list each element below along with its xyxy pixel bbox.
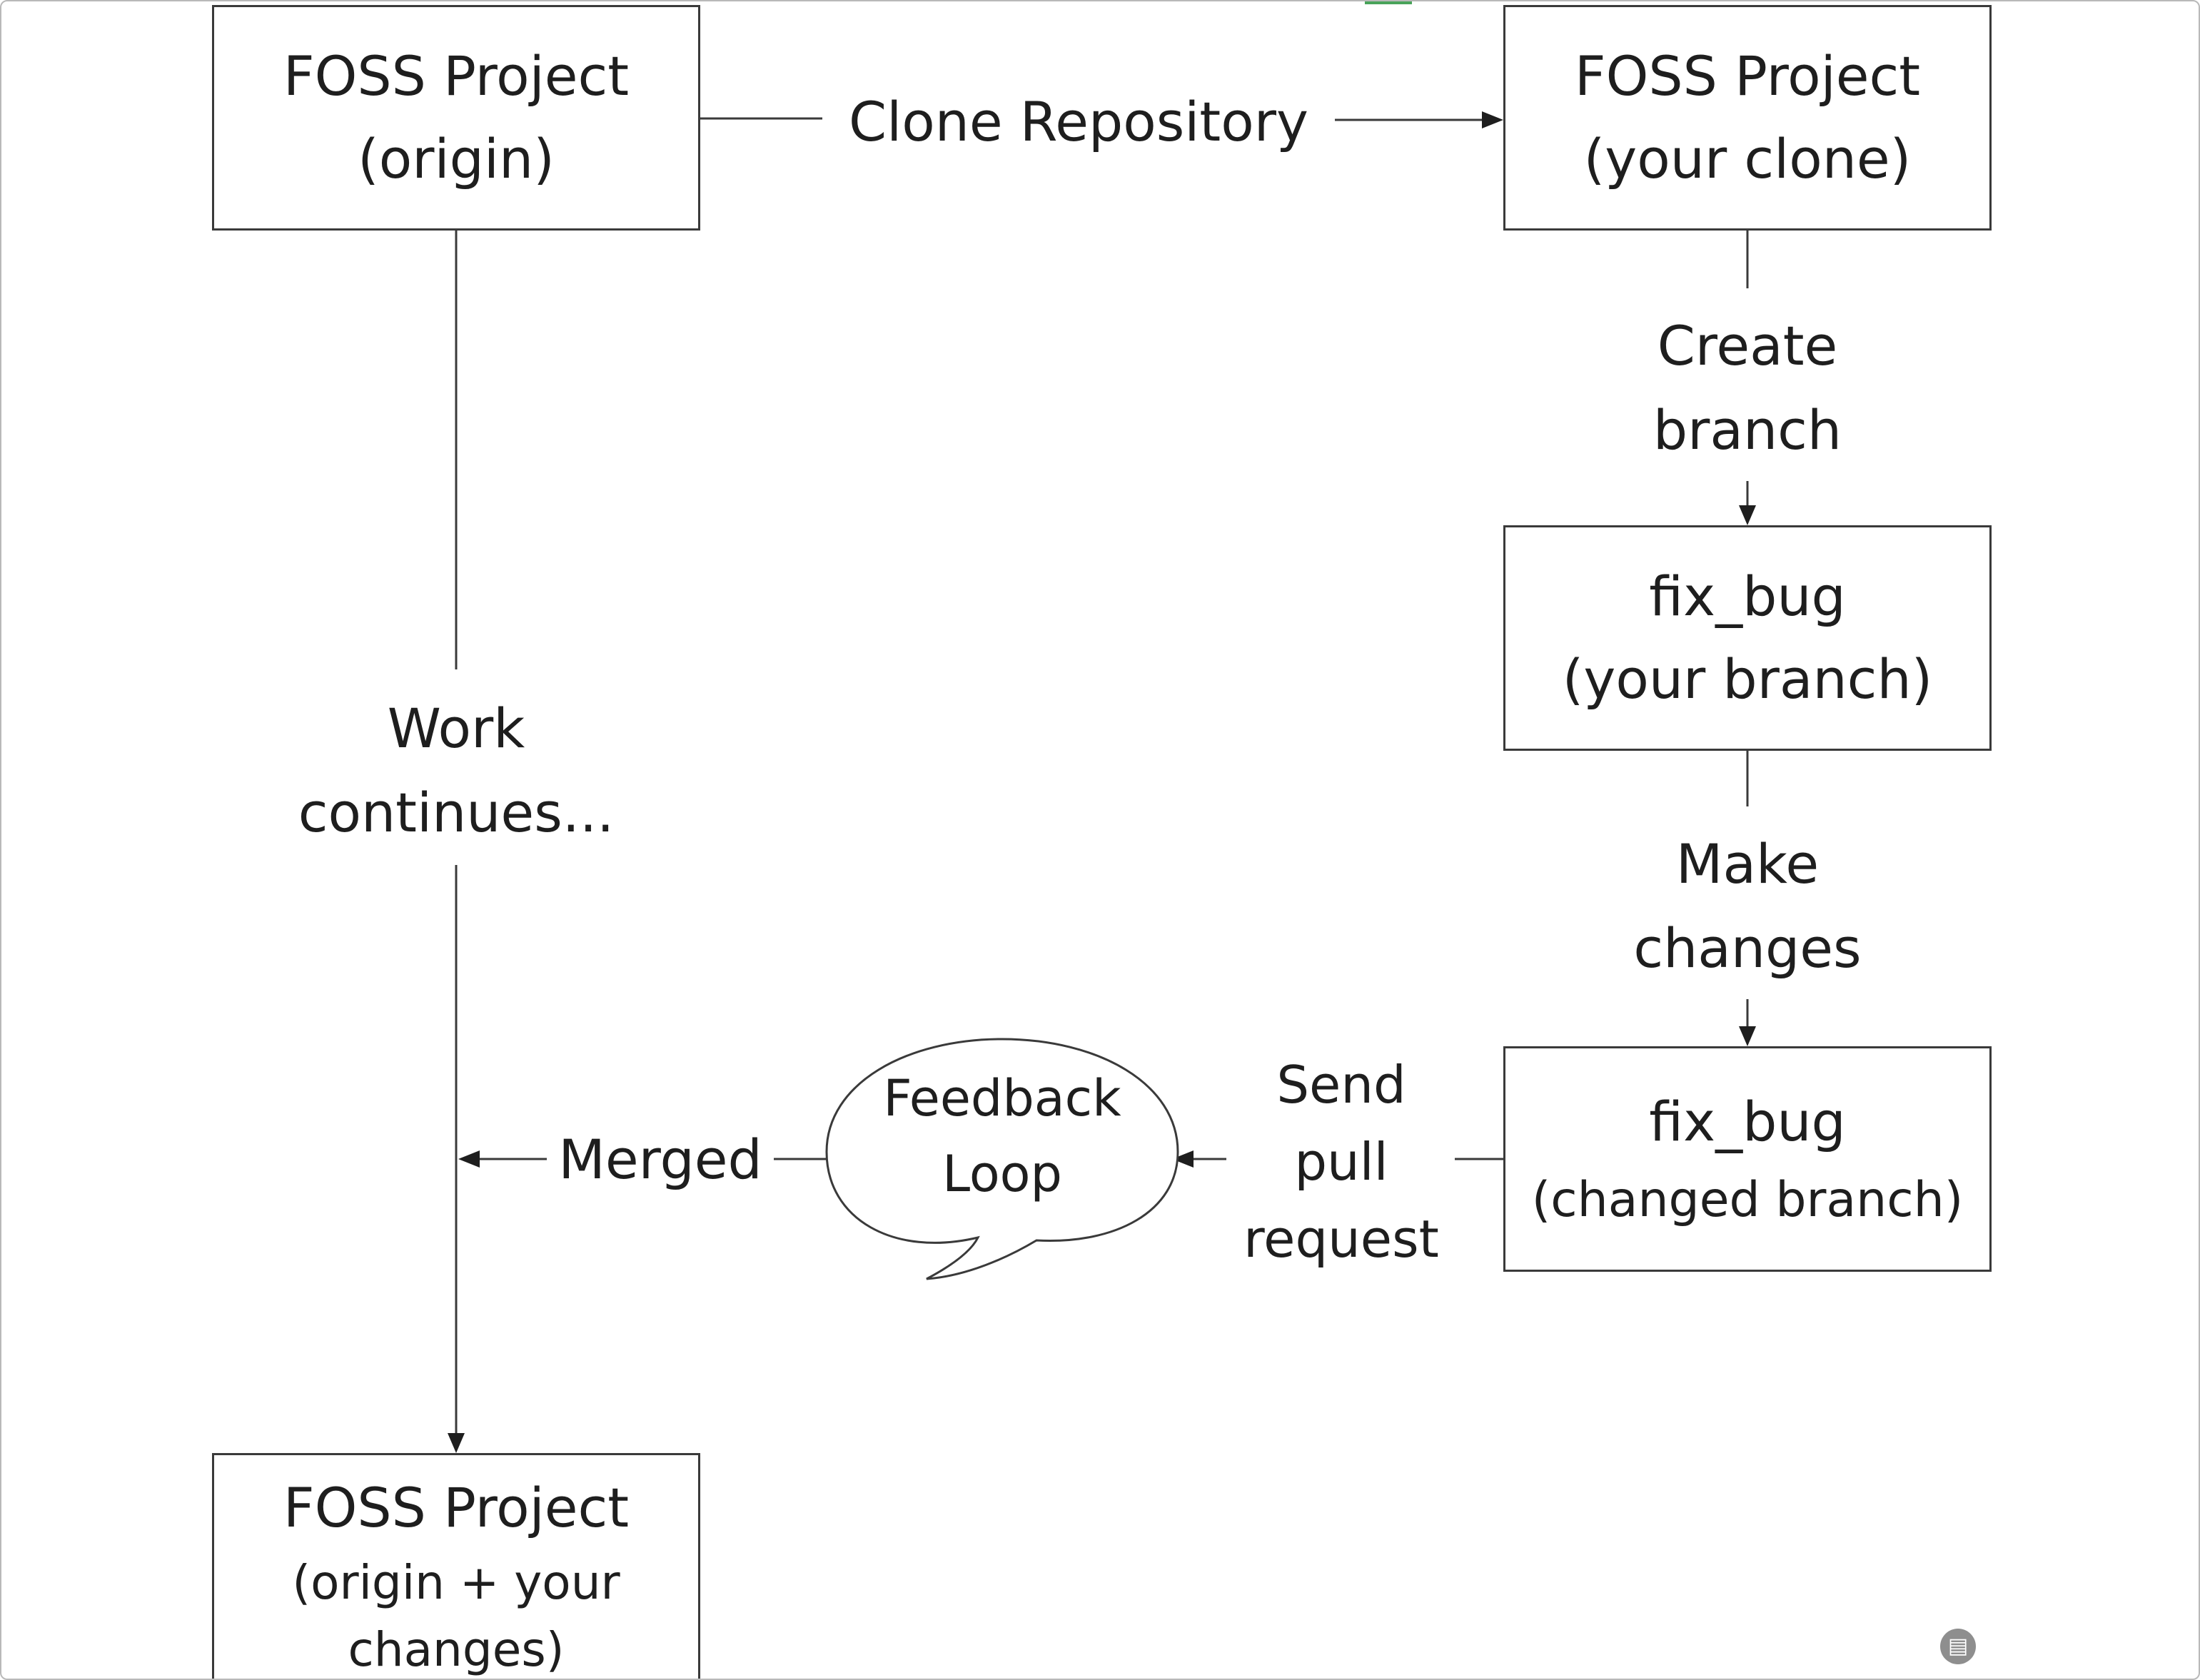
final-box-subtitle-line1: (origin + your: [292, 1555, 620, 1610]
clone-repository-text: Clone Repository: [849, 90, 1308, 153]
final-box-title: FOSS Project: [283, 1476, 630, 1539]
clone-repository-label: Clone Repository: [825, 80, 1332, 164]
clone-box-title: FOSS Project: [1574, 44, 1921, 108]
arrowhead-pull: [1172, 1150, 1194, 1168]
merged-text: Merged: [558, 1128, 762, 1191]
arrowhead-timeline: [448, 1433, 465, 1453]
clone-box-subtitle: (your clone): [1583, 127, 1912, 191]
work-continues-line1: Work: [387, 697, 525, 760]
branch-box-title: fix_bug: [1649, 565, 1846, 628]
arrowhead-create: [1739, 505, 1756, 525]
final-box-subtitle-line2: changes): [348, 1622, 565, 1677]
origin-box: FOSS Project (origin): [212, 5, 700, 231]
work-continues-line2: continues...: [298, 781, 615, 844]
arrowhead-merged: [458, 1150, 480, 1168]
final-box: FOSS Project (origin + your changes): [212, 1453, 700, 1679]
create-branch-line2: branch: [1652, 398, 1842, 462]
branch-box: fix_bug (your branch): [1503, 525, 1992, 751]
make-changes-line2: changes: [1633, 916, 1862, 980]
create-branch-label: Create branch: [1605, 304, 1890, 472]
arrowhead-make: [1739, 1026, 1756, 1046]
work-continues-label: Work continues...: [271, 687, 642, 855]
send-pull-request-line1: Send: [1276, 1055, 1406, 1115]
origin-box-title: FOSS Project: [283, 44, 630, 108]
feedback-bubble-shape: [825, 1038, 1179, 1280]
feedback-loop-label: Feedback Loop: [859, 1061, 1145, 1212]
feedback-loop-line1: Feedback: [883, 1069, 1121, 1128]
chat-icon[interactable]: ▤: [1940, 1629, 1976, 1664]
create-branch-line1: Create: [1657, 314, 1838, 378]
changed-branch-box-subtitle: (changed branch): [1531, 1172, 1964, 1228]
changed-branch-box-title: fix_bug: [1649, 1090, 1846, 1153]
make-changes-label: Make changes: [1605, 822, 1890, 991]
branch-box-subtitle: (your branch): [1562, 647, 1933, 711]
feedback-loop-line2: Loop: [942, 1145, 1062, 1203]
arrowhead-clone: [1482, 111, 1503, 128]
send-pull-request-label: Send pull request: [1229, 1046, 1453, 1277]
window-accent: [1365, 1, 1412, 4]
merged-label: Merged: [550, 1118, 771, 1202]
changed-branch-box: fix_bug (changed branch): [1503, 1046, 1992, 1272]
clone-box: FOSS Project (your clone): [1503, 5, 1992, 231]
send-pull-request-line2: pull: [1294, 1132, 1388, 1192]
send-pull-request-line3: request: [1243, 1209, 1439, 1269]
make-changes-line1: Make: [1675, 832, 1820, 896]
origin-box-subtitle: (origin): [358, 127, 555, 191]
